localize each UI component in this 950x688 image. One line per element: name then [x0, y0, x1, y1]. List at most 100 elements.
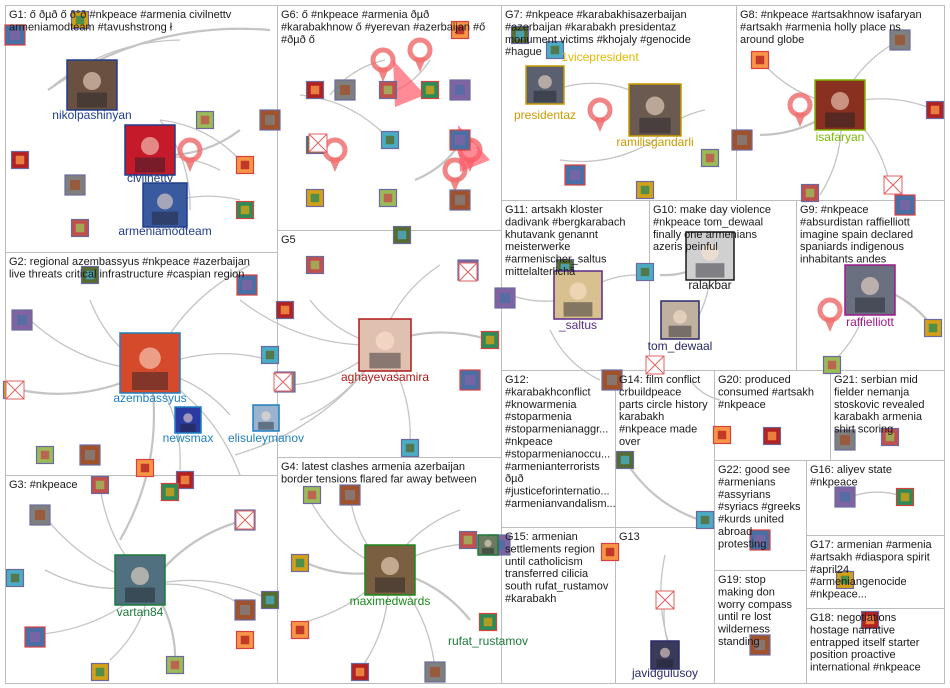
account-node[interactable]	[350, 662, 370, 682]
account-node[interactable]	[860, 610, 880, 630]
account-node[interactable]	[235, 200, 255, 220]
account-node[interactable]	[750, 50, 770, 70]
account-node[interactable]	[79, 444, 101, 466]
user-node-presidentaz[interactable]: presidentaz	[514, 65, 576, 122]
account-node[interactable]	[235, 630, 255, 650]
account-node[interactable]	[889, 29, 911, 51]
account-node[interactable]	[449, 189, 471, 211]
user-node-rufat-rustamov[interactable]: rufat_rustamov	[448, 534, 528, 648]
account-node[interactable]	[400, 438, 420, 458]
account-node[interactable]	[275, 300, 295, 320]
user-node-azembassyus[interactable]: azembassyus	[113, 332, 187, 405]
account-node[interactable]	[601, 369, 623, 391]
missing-image-node[interactable]	[458, 262, 478, 282]
account-node[interactable]	[175, 470, 195, 490]
account-node[interactable]	[762, 426, 782, 446]
account-node[interactable]	[480, 330, 500, 350]
account-node[interactable]	[635, 262, 655, 282]
account-node[interactable]	[450, 20, 470, 40]
missing-image-node[interactable]	[235, 510, 255, 530]
user-node-javidgulusoy[interactable]: javidgulusoy	[631, 640, 698, 680]
user-node-isafaryan[interactable]: isafaryan	[814, 79, 866, 144]
account-node[interactable]	[695, 510, 715, 530]
account-node[interactable]	[11, 309, 33, 331]
account-node[interactable]	[880, 427, 900, 447]
account-node[interactable]	[160, 482, 180, 502]
account-node[interactable]	[90, 662, 110, 682]
user-node-tom-dewaal[interactable]: tom_dewaal	[648, 300, 713, 353]
account-node[interactable]	[895, 487, 915, 507]
account-node[interactable]	[894, 194, 916, 216]
account-node[interactable]	[290, 553, 310, 573]
account-node[interactable]	[259, 109, 281, 131]
account-node[interactable]	[449, 129, 471, 151]
account-node[interactable]	[29, 504, 51, 526]
account-node[interactable]	[834, 429, 856, 451]
account-node[interactable]	[235, 155, 255, 175]
account-node[interactable]	[236, 274, 258, 296]
account-node[interactable]	[378, 80, 398, 100]
account-node[interactable]	[290, 620, 310, 640]
account-node[interactable]	[90, 475, 110, 495]
user-node-maximedwards[interactable]: maximedwards	[350, 544, 431, 608]
user-node-civilnettv[interactable]: civilnettv	[124, 124, 176, 185]
user-node--saltus[interactable]: _saltus	[553, 270, 603, 332]
missing-image-node[interactable]	[883, 175, 903, 195]
account-node[interactable]	[420, 80, 440, 100]
account-node[interactable]	[4, 24, 26, 46]
account-node[interactable]	[378, 188, 398, 208]
user-node-ralakbar[interactable]: ralakbar	[685, 231, 735, 292]
account-node[interactable]	[302, 485, 322, 505]
account-node[interactable]	[260, 590, 280, 610]
account-node[interactable]	[635, 180, 655, 200]
account-node[interactable]	[822, 355, 842, 375]
account-node[interactable]	[923, 318, 943, 338]
account-node[interactable]	[305, 80, 325, 100]
account-node[interactable]	[835, 570, 855, 590]
account-node[interactable]	[380, 130, 400, 150]
account-node[interactable]	[70, 218, 90, 238]
account-node[interactable]	[834, 486, 856, 508]
account-node[interactable]	[165, 655, 185, 675]
account-node[interactable]	[70, 10, 90, 30]
user-node-elisuleymanov[interactable]: elisuleymanov	[228, 404, 304, 445]
account-node[interactable]	[600, 542, 620, 562]
account-node[interactable]	[305, 255, 325, 275]
account-node[interactable]	[5, 568, 25, 588]
account-node[interactable]	[334, 79, 356, 101]
account-node[interactable]	[615, 450, 635, 470]
missing-image-node[interactable]	[273, 372, 293, 392]
missing-image-node[interactable]	[655, 590, 675, 610]
user-node-armeniamodteam[interactable]: armeniamodteam	[118, 182, 212, 238]
missing-image-node[interactable]	[645, 355, 665, 375]
account-node[interactable]	[478, 612, 498, 632]
account-node[interactable]	[424, 661, 446, 683]
account-node[interactable]	[195, 110, 215, 130]
account-node[interactable]	[234, 599, 256, 621]
account-node[interactable]	[305, 188, 325, 208]
account-node[interactable]	[800, 183, 820, 203]
account-node[interactable]	[24, 626, 46, 648]
account-node[interactable]	[545, 40, 565, 60]
account-node[interactable]	[494, 287, 516, 309]
account-node[interactable]	[731, 129, 753, 151]
missing-image-node[interactable]	[308, 133, 328, 153]
account-node[interactable]	[749, 529, 771, 551]
account-node[interactable]	[392, 225, 412, 245]
account-node[interactable]	[564, 164, 586, 186]
account-node[interactable]	[10, 150, 30, 170]
account-node[interactable]	[35, 445, 55, 465]
user-node-newsmax[interactable]: newsmax	[163, 406, 214, 445]
account-node[interactable]	[339, 484, 361, 506]
account-node[interactable]	[449, 79, 471, 101]
user-node-nikolpashinyan[interactable]: nikolpashinyan	[52, 59, 132, 122]
account-node[interactable]	[700, 148, 720, 168]
account-node[interactable]	[712, 425, 732, 445]
account-node[interactable]	[749, 634, 771, 656]
user-node-vartan84[interactable]: vartan84	[114, 554, 166, 619]
user-node-ramilisgandarli[interactable]: ramilisgandarli	[616, 83, 694, 149]
user-node-aghayevasamira[interactable]: aghayevasamira	[341, 318, 429, 384]
account-node[interactable]	[64, 174, 86, 196]
user-node-raffielliott[interactable]: raffielliott	[844, 264, 896, 329]
user-node-1vicepresident[interactable]: 1vicepresident	[561, 50, 639, 64]
